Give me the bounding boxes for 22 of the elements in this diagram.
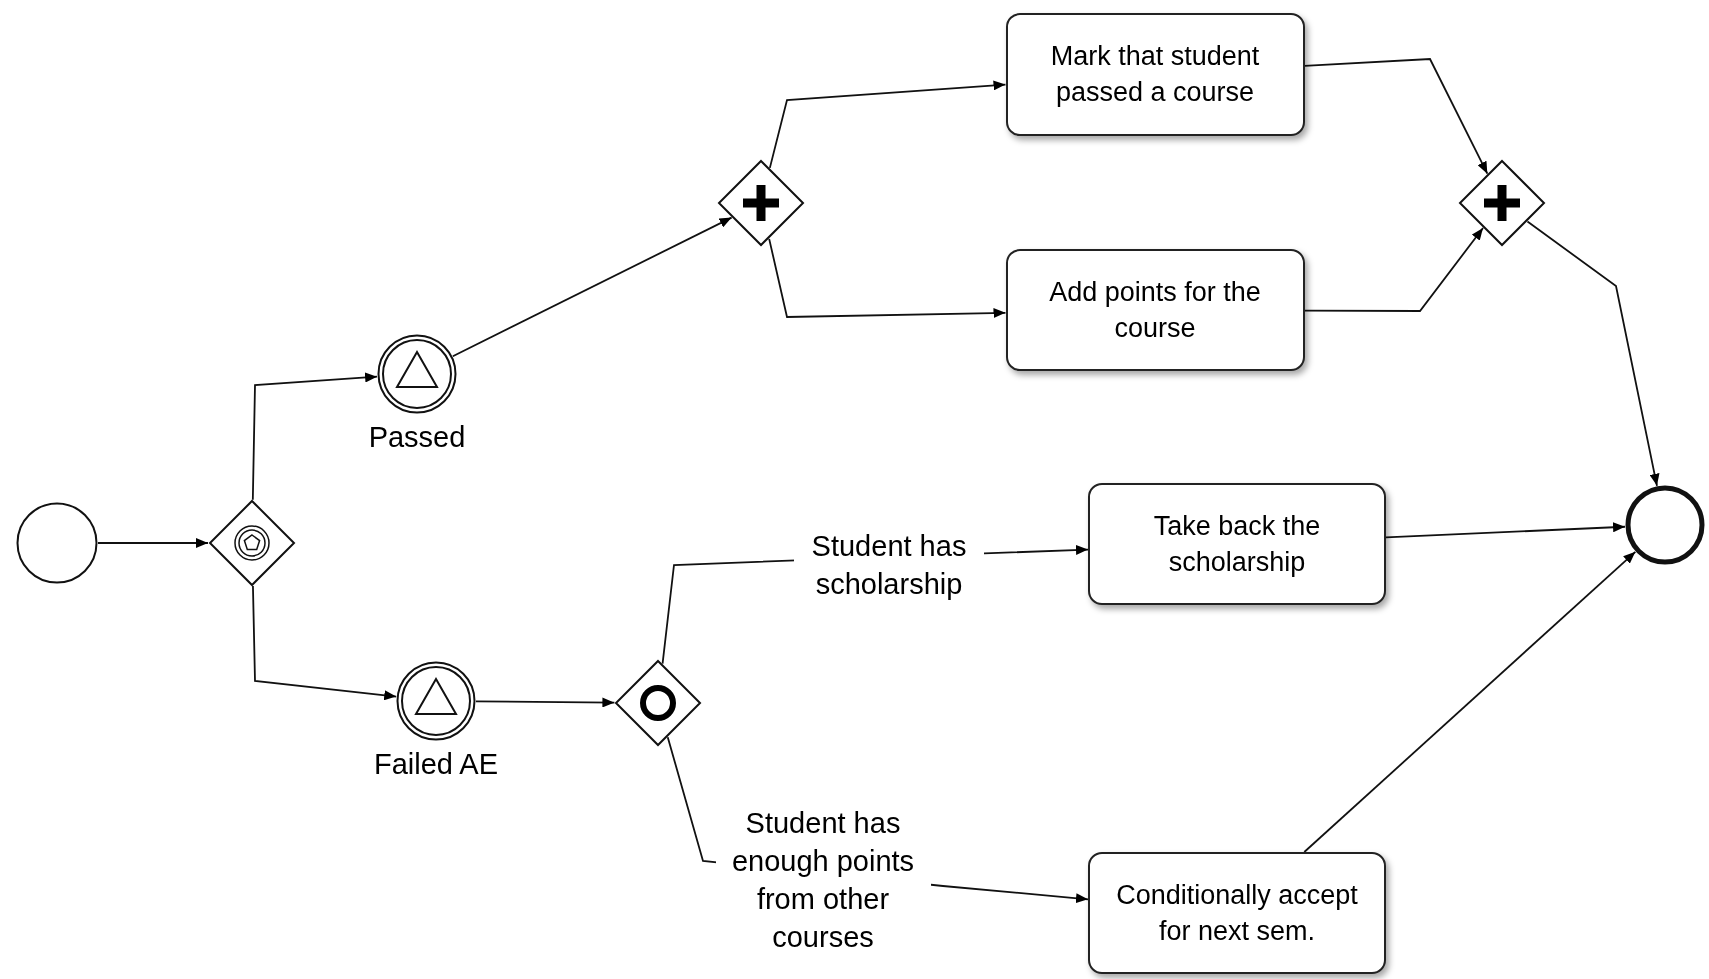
sequence-flow-arrow: [768, 80, 1007, 169]
sequence-flow-arrow: [475, 697, 616, 708]
sequence-flow-arrow: [1303, 550, 1637, 853]
task-text: Add points for the course: [1048, 276, 1262, 345]
task-text: Take back the scholarship: [1152, 510, 1322, 579]
task-box: [1088, 483, 1386, 605]
sequence-flow-arrow: [252, 585, 398, 701]
task-box: [1005, 249, 1305, 371]
sequence-flow-arrow: [1303, 58, 1489, 175]
task-box: [1088, 852, 1386, 974]
sequence-flow-arrow: [1303, 227, 1484, 312]
event-label: Passed: [368, 420, 466, 454]
sequence-flow-arrow: [768, 237, 1007, 319]
sequence-flow-arrow: [97, 538, 209, 548]
sequence-flow-arrow: [451, 216, 733, 358]
task-text: Mark that student passed a course: [1049, 40, 1261, 109]
task-box: [1005, 12, 1305, 136]
event-label: Failed AE: [373, 747, 499, 781]
sequence-flow-arrow: [251, 372, 378, 501]
sequence-flow-arrow: [1526, 220, 1660, 487]
task-text: Conditionally accept for next sem.: [1115, 879, 1359, 948]
sequence-flow-arrow: [1385, 522, 1626, 539]
